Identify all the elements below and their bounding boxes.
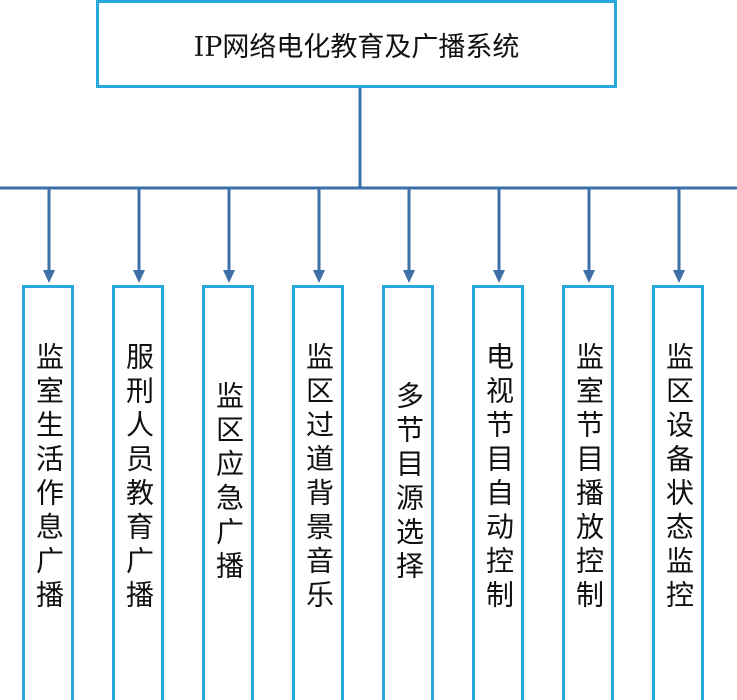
- arrowhead: [583, 270, 595, 283]
- drop-arrow-group: [43, 188, 685, 283]
- child-node-dorm-program-playback: 监室节目播放控制: [562, 285, 614, 700]
- arrowhead: [403, 270, 415, 283]
- child-node-tv-auto-control: 电视节目自动控制: [472, 285, 524, 700]
- child-node-label: 监区应急广播: [212, 381, 245, 585]
- arrowhead: [43, 270, 55, 283]
- child-node-emergency-broadcast: 监区应急广播: [202, 285, 254, 700]
- child-node-device-status-monitor: 监区设备状态监控: [652, 285, 704, 700]
- child-node-label: 监室节目播放控制: [572, 342, 605, 614]
- arrowhead: [673, 270, 685, 283]
- child-node-corridor-background-music: 监区过道背景音乐: [292, 285, 344, 700]
- child-node-label: 监区设备状态监控: [662, 342, 695, 614]
- arrowhead: [133, 270, 145, 283]
- child-node-label: 多节目源选择: [392, 381, 425, 585]
- arrowhead: [493, 270, 505, 283]
- child-node-inmate-education-broadcast: 服刑人员教育广播: [112, 285, 164, 700]
- child-node-multi-program-source: 多节目源选择: [382, 285, 434, 700]
- child-node-label: 监室生活作息广播: [32, 342, 65, 614]
- root-node-label: IP网络电化教育及广播系统: [193, 31, 520, 63]
- arrowhead: [223, 270, 235, 283]
- child-node-label: 服刑人员教育广播: [122, 342, 155, 614]
- arrowhead: [313, 270, 325, 283]
- child-node-dorm-schedule-broadcast: 监室生活作息广播: [22, 285, 74, 700]
- root-node: IP网络电化教育及广播系统: [96, 0, 617, 88]
- child-node-label: 监区过道背景音乐: [302, 342, 335, 614]
- child-node-label: 电视节目自动控制: [482, 342, 515, 614]
